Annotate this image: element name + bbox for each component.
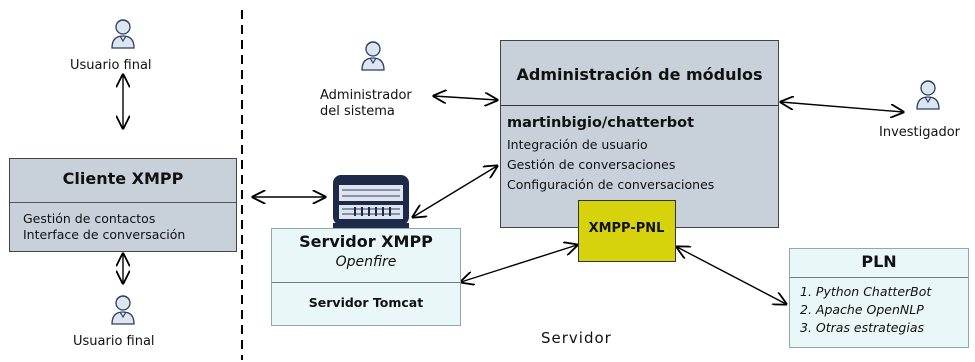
cliente-divider xyxy=(10,202,236,203)
module-item: Gestión de conversaciones xyxy=(507,157,676,172)
arrow-modulos-researcher xyxy=(781,102,903,112)
pln-title: PLN xyxy=(861,252,897,271)
admin-user-icon xyxy=(361,41,385,71)
servidor-xmpp-subtitle: Openfire xyxy=(335,254,397,270)
admin-modulos-divider xyxy=(501,105,778,106)
xmpp-pnl-label: XMPP-PNL xyxy=(588,221,665,236)
servidor-xmpp-box: Servidor XMPP Openfire Servidor Tomcat xyxy=(271,228,461,326)
server-icon xyxy=(333,175,409,229)
admin-label-line1: Administrador xyxy=(320,88,412,103)
arrow-admin-modulos xyxy=(434,96,497,100)
servidor-xmpp-divider xyxy=(272,282,460,283)
pln-divider xyxy=(790,277,968,278)
cliente-item: Interface de conversación xyxy=(23,227,186,242)
module-item: Integración de usuario xyxy=(507,137,648,152)
pln-item: 1. Python ChatterBot xyxy=(800,284,932,299)
bottom-user-icon xyxy=(111,295,135,325)
admin-modulos-title: Administración de módulos xyxy=(516,65,763,84)
servidor-tomcat-label: Servidor Tomcat xyxy=(308,295,424,310)
arrow-server-modulos xyxy=(413,166,497,217)
servidor-xmpp-title: Servidor XMPP xyxy=(299,232,433,251)
cliente-item: Gestión de contactos xyxy=(23,211,156,226)
top-user-label: Usuario final xyxy=(70,58,152,73)
researcher-label: Investigador xyxy=(879,125,961,140)
pln-item: 3. Otras estrategias xyxy=(800,320,924,335)
admin-modulos-box: Administración de módulos martinbigio/ch… xyxy=(500,40,779,228)
cliente-title: Cliente XMPP xyxy=(62,169,184,188)
researcher-icon xyxy=(916,80,940,110)
top-user-icon xyxy=(111,19,135,49)
cliente-xmpp-box: Cliente XMPP Gestión de contactos Interf… xyxy=(9,158,237,252)
module-title: martinbigio/chatterbot xyxy=(507,115,695,131)
arrow-pnl-pln xyxy=(677,247,786,304)
bottom-user-label: Usuario final xyxy=(73,334,155,349)
pln-box: PLN 1. Python ChatterBot 2. Apache OpenN… xyxy=(789,248,969,348)
admin-label-line2: del sistema xyxy=(320,104,395,119)
pln-item: 2. Apache OpenNLP xyxy=(800,302,924,317)
servidor-label: Servidor xyxy=(541,329,612,347)
module-item: Configuración de conversaciones xyxy=(507,177,715,192)
arrow-servidorxmpp-pnl xyxy=(461,245,577,282)
xmpp-pnl-box: XMPP-PNL xyxy=(578,200,676,262)
